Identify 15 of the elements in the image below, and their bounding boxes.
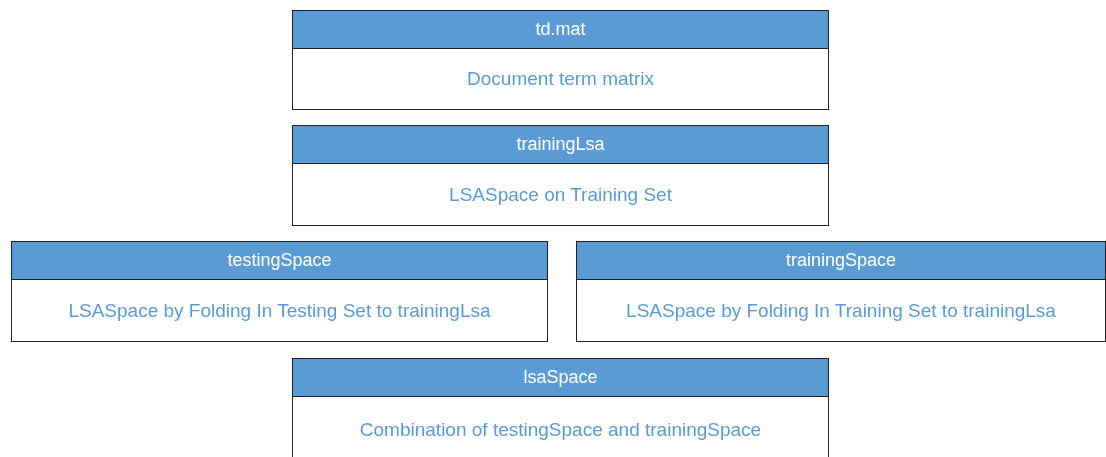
entity-box (292, 125, 829, 226)
header-bar: lsaSpace (293, 359, 828, 397)
header-bar: td.mat (293, 11, 828, 49)
entity-box (11, 241, 548, 342)
description-text: Combination of testingSpace and trainingSpace (359, 418, 762, 441)
description-text: LSASpace by Folding In Training Set to trainingLsa (626, 299, 1056, 322)
description-text: Document term matrix (467, 68, 654, 90)
header-bar: trainingLsa (293, 126, 828, 164)
header-bar: trainingSpace (577, 242, 1105, 280)
description-text: LSASpace on Training Set (449, 183, 672, 206)
entity-box (576, 241, 1106, 342)
entity-box (292, 10, 829, 110)
description-text: LSASpace by Folding In Testing Set to trainingLsa (68, 299, 491, 322)
entity-box (292, 358, 829, 457)
header-bar: testingSpace (12, 242, 547, 280)
